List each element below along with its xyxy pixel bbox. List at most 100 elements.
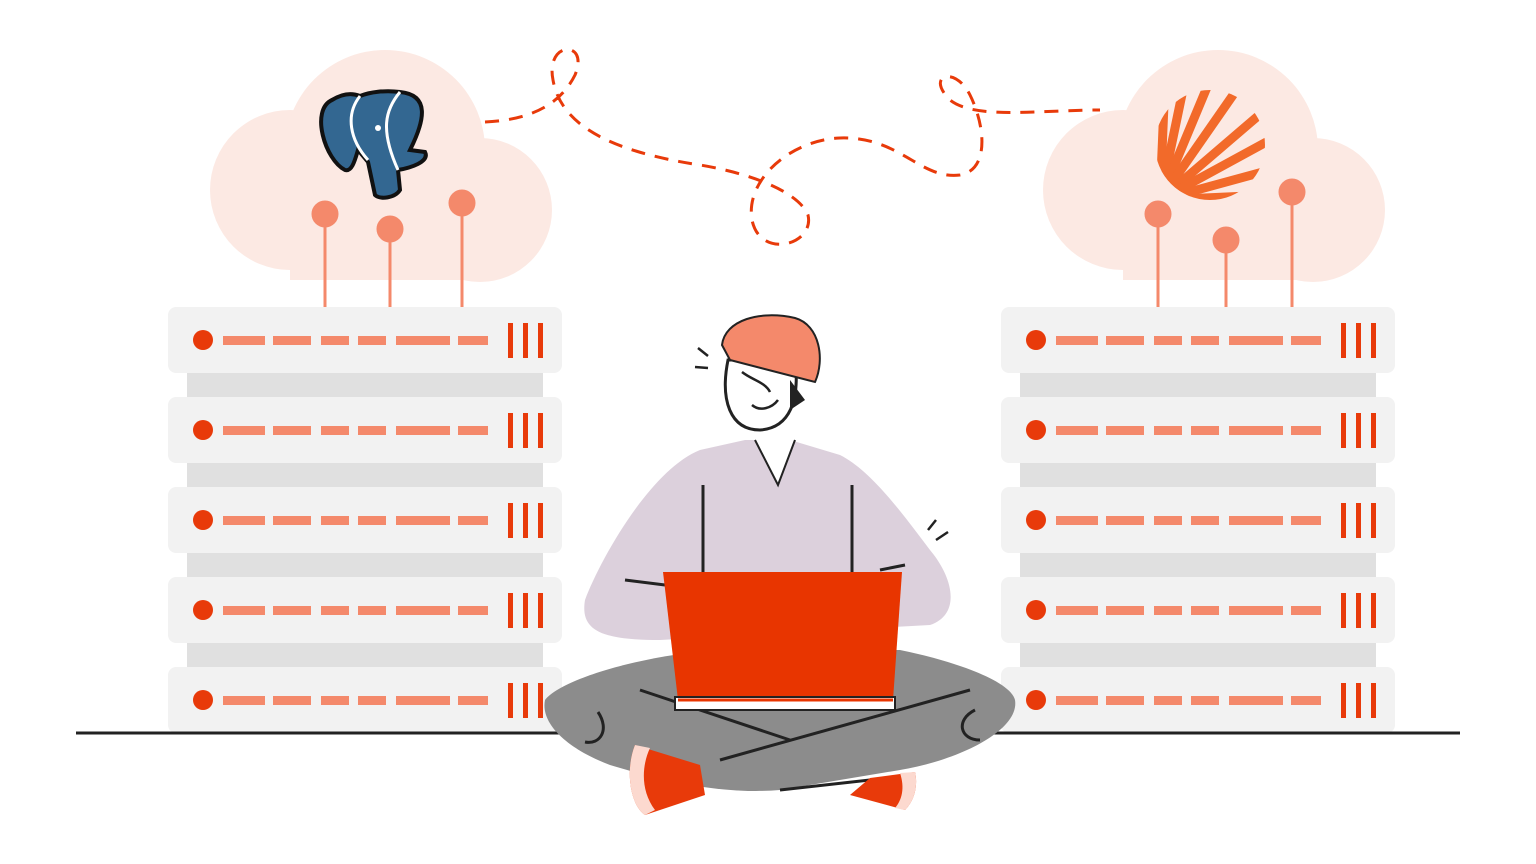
server-unit bbox=[168, 577, 562, 643]
vent-bar bbox=[523, 323, 528, 358]
drive-slot bbox=[1229, 516, 1283, 525]
vent-bar bbox=[538, 593, 543, 628]
vent-bar bbox=[508, 503, 513, 538]
vent-bar bbox=[1371, 503, 1376, 538]
drive-slot bbox=[358, 516, 386, 525]
drive-slot bbox=[1106, 426, 1144, 435]
drive-slot bbox=[1154, 426, 1182, 435]
drive-slot bbox=[396, 516, 450, 525]
drive-slot bbox=[321, 696, 349, 705]
drive-slot bbox=[458, 336, 488, 345]
server-unit bbox=[168, 307, 562, 373]
drive-slot bbox=[223, 696, 265, 705]
status-light-icon bbox=[1026, 600, 1046, 620]
drive-slot bbox=[1106, 696, 1144, 705]
drive-slot bbox=[458, 516, 488, 525]
drive-slot bbox=[358, 696, 386, 705]
drive-slot bbox=[1229, 696, 1283, 705]
drive-slot bbox=[1191, 336, 1219, 345]
right-shoe bbox=[850, 772, 917, 810]
vent-bar bbox=[1356, 593, 1361, 628]
vent-bar bbox=[508, 683, 513, 718]
vent-bar bbox=[1356, 683, 1361, 718]
drive-slot bbox=[1056, 606, 1098, 615]
drive-slot bbox=[1106, 516, 1144, 525]
drive-slot bbox=[273, 516, 311, 525]
drive-slot bbox=[1291, 336, 1321, 345]
vent-bar bbox=[1356, 503, 1361, 538]
drive-slot bbox=[1191, 426, 1219, 435]
head bbox=[723, 358, 798, 432]
drive-slot bbox=[1056, 426, 1098, 435]
vent-bar bbox=[1371, 323, 1376, 358]
status-light-icon bbox=[1026, 690, 1046, 710]
server-unit bbox=[1001, 577, 1395, 643]
status-light-icon bbox=[1026, 330, 1046, 350]
drive-slot bbox=[1056, 336, 1098, 345]
drive-slot bbox=[321, 336, 349, 345]
drive-slot bbox=[1229, 606, 1283, 615]
left-shoe bbox=[629, 745, 705, 815]
drive-slot bbox=[321, 516, 349, 525]
vent-bar bbox=[1371, 413, 1376, 448]
vent-bar bbox=[1341, 413, 1346, 448]
drive-slot bbox=[458, 696, 488, 705]
server-unit bbox=[1001, 667, 1395, 733]
drive-slot bbox=[1291, 516, 1321, 525]
vent-bar bbox=[1341, 683, 1346, 718]
status-light-icon bbox=[1026, 420, 1046, 440]
drive-slot bbox=[1154, 696, 1182, 705]
drive-slot bbox=[1106, 336, 1144, 345]
drive-slot bbox=[1154, 606, 1182, 615]
vent-bar bbox=[538, 683, 543, 718]
drive-slot bbox=[1191, 696, 1219, 705]
drive-slot bbox=[1154, 336, 1182, 345]
drive-slot bbox=[1191, 516, 1219, 525]
drive-slot bbox=[358, 426, 386, 435]
drive-slot bbox=[1056, 696, 1098, 705]
server-unit bbox=[1001, 397, 1395, 463]
drive-slot bbox=[396, 336, 450, 345]
server-unit bbox=[1001, 487, 1395, 553]
status-light-icon bbox=[193, 690, 213, 710]
drive-slot bbox=[396, 606, 450, 615]
drive-slot bbox=[1106, 606, 1144, 615]
drive-slot bbox=[1291, 696, 1321, 705]
vent-bar bbox=[508, 413, 513, 448]
left-server-rack bbox=[168, 307, 562, 733]
vent-bar bbox=[538, 323, 543, 358]
drive-slot bbox=[1291, 606, 1321, 615]
beanie bbox=[720, 314, 821, 384]
drive-slot bbox=[1154, 516, 1182, 525]
server-unit bbox=[1001, 307, 1395, 373]
drive-slot bbox=[1056, 516, 1098, 525]
drive-slot bbox=[396, 696, 450, 705]
vent-bar bbox=[1341, 323, 1346, 358]
dashed-connection-line bbox=[484, 47, 1101, 246]
status-light-icon bbox=[193, 420, 213, 440]
status-light-icon bbox=[193, 600, 213, 620]
drive-slot bbox=[358, 336, 386, 345]
drive-slot bbox=[273, 336, 311, 345]
drive-slot bbox=[223, 516, 265, 525]
vent-bar bbox=[1371, 593, 1376, 628]
laptop bbox=[663, 572, 902, 700]
drive-slot bbox=[321, 426, 349, 435]
server-unit bbox=[168, 487, 562, 553]
drive-slot bbox=[358, 606, 386, 615]
vent-bar bbox=[1341, 503, 1346, 538]
person bbox=[544, 314, 1016, 815]
drive-slot bbox=[223, 426, 265, 435]
vent-bar bbox=[508, 593, 513, 628]
right-server-rack bbox=[1001, 307, 1395, 733]
drive-slot bbox=[458, 426, 488, 435]
vent-bar bbox=[538, 413, 543, 448]
drive-slot bbox=[396, 426, 450, 435]
status-light-icon bbox=[193, 330, 213, 350]
antennas bbox=[311, 178, 1306, 307]
drive-slot bbox=[1229, 336, 1283, 345]
vent-bar bbox=[1356, 323, 1361, 358]
vent-bar bbox=[508, 323, 513, 358]
drive-slot bbox=[1229, 426, 1283, 435]
